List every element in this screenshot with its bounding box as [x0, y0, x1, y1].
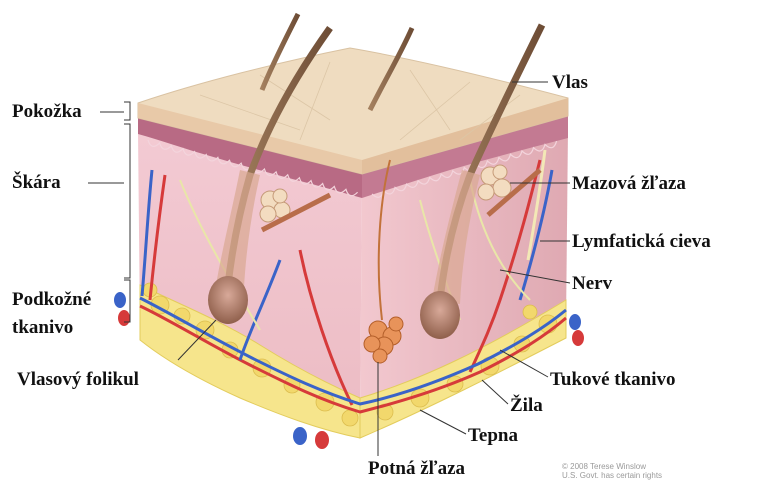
label-mazova-zlaza: Mazová žľaza — [572, 174, 686, 193]
label-potna-zlaza: Potná žľaza — [368, 459, 465, 478]
copyright-line1: © 2008 Terese Winslow — [562, 462, 646, 471]
label-pokozka: Pokožka — [12, 102, 82, 121]
label-tepna: Tepna — [468, 426, 518, 445]
label-vlas: Vlas — [552, 73, 588, 92]
label-tukove-tkanivo: Tukové tkanivo — [550, 370, 676, 389]
layer-brackets — [124, 102, 130, 322]
copyright-line2: U.S. Govt. has certain rights — [562, 471, 662, 480]
hair-bulb-right — [420, 291, 460, 339]
label-zila: Žila — [510, 396, 543, 415]
label-podkozne-line2: tkanivo — [12, 318, 73, 337]
label-skara: Škára — [12, 173, 61, 192]
label-podkozne-line1: Podkožné — [12, 290, 91, 309]
label-nerv: Nerv — [572, 274, 612, 293]
label-lymfaticka-cieva: Lymfatická cieva — [572, 232, 711, 251]
hair-bulb-left — [208, 276, 248, 324]
label-vlasovy-folikul: Vlasový folikul — [17, 370, 139, 389]
